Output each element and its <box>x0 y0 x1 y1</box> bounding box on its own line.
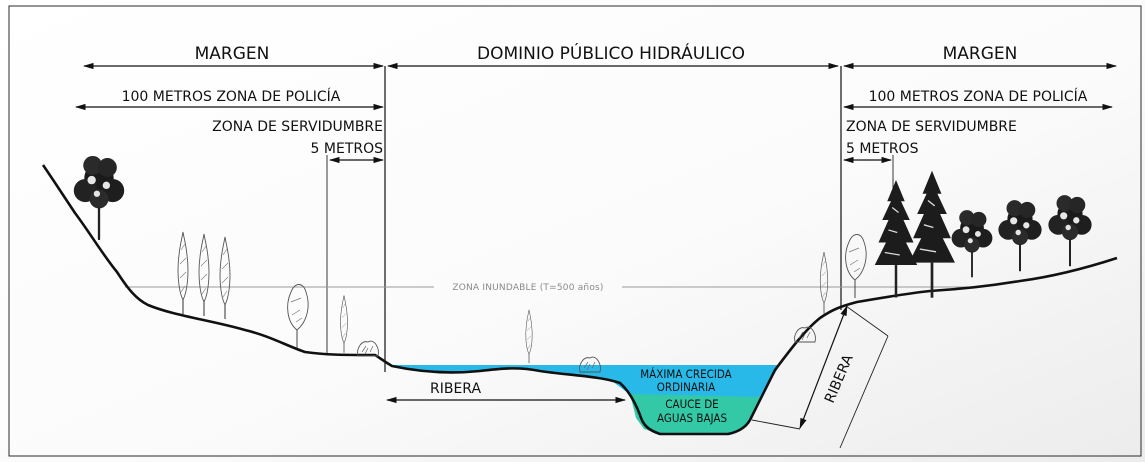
frame <box>8 5 1142 457</box>
cauce-label-2: AGUAS BAJAS <box>657 411 727 425</box>
maxima-crecida-label-1: MÁXIMA CRECIDA <box>640 366 732 381</box>
maxima-crecida-label-2: ORDINARIA <box>657 380 715 394</box>
flood-zone-label: ZONA INUNDABLE (T=500 años) <box>452 283 603 293</box>
servidumbre-left-label-2: 5 METROS <box>311 141 384 157</box>
margen-right-label: MARGEN <box>943 44 1018 64</box>
margen-left-label: MARGEN <box>195 44 270 64</box>
ribera-right-arrow <box>799 304 848 430</box>
policia-left-label: 100 METROS ZONA DE POLICÍA <box>122 88 341 105</box>
ribera-left-label: RIBERA <box>430 381 481 397</box>
tree-hilltop <box>72 154 126 241</box>
water-cauce-aguas-bajas <box>630 394 760 434</box>
dominio-label: DOMINIO PÚBLICO HIDRÁULICO <box>477 42 745 64</box>
policia-right-label: 100 METROS ZONA DE POLICÍA <box>869 88 1088 105</box>
servidumbre-left-label-1: ZONA DE SERVIDUMBRE <box>212 119 383 135</box>
servidumbre-right-label-1: ZONA DE SERVIDUMBRE <box>846 119 1017 135</box>
cauce-label-1: CAUCE DE <box>665 397 718 411</box>
ground-profile <box>41 164 1118 436</box>
ribera-right-ext-1 <box>845 305 889 337</box>
ribera-right-ext-2 <box>839 335 889 449</box>
water-maxima-crecida <box>388 365 780 403</box>
ribera-right-ext-3 <box>751 419 801 430</box>
servidumbre-right-label-2: 5 METROS <box>846 141 919 157</box>
